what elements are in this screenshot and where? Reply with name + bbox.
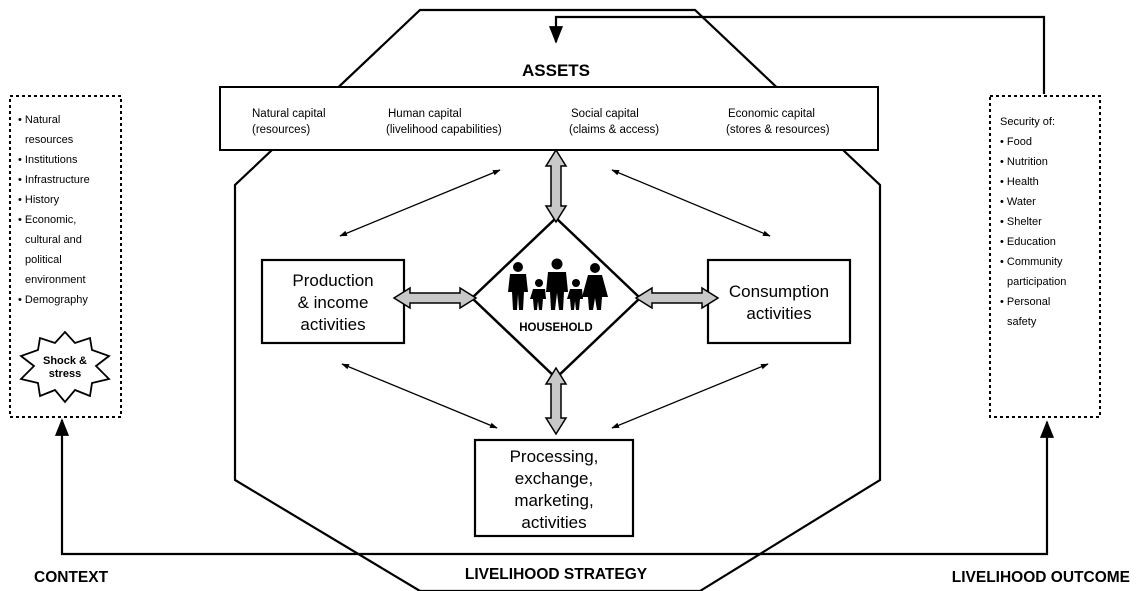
capital-economic-line1: Economic capital [728,108,815,120]
double-arrow-household-consumption [634,286,720,310]
outcome-box [989,95,1101,418]
processing-line2: exchange, [515,469,593,488]
capital-natural-line2: (resources) [252,124,310,136]
context-item: environment [25,274,86,286]
context-item: • Economic, [18,214,76,226]
arrow-consumption-processing [611,363,769,429]
context-box [9,95,122,418]
outcome-item: • Health [1000,176,1039,188]
context-item: resources [25,134,74,146]
outcome-item: • Community [1000,256,1063,268]
processing-line3: marketing, [514,491,593,510]
context-item: • Institutions [18,154,78,166]
context-item: cultural and [25,234,82,246]
outcome-item: Security of: [1000,116,1055,128]
context-label: CONTEXT [34,569,109,586]
arrow-production-processing [341,363,498,429]
context-item: political [25,254,62,266]
processing-line4: activities [521,513,586,532]
capital-human-line1: Human capital [388,108,462,120]
outcome-item: • Education [1000,236,1056,248]
strategy-to-context-arrow [54,418,556,556]
context-item: • Natural [18,114,60,126]
shock-label-line1: Shock & [43,355,87,367]
livelihood-strategy-label: LIVELIHOOD STRATEGY [465,566,648,583]
context-item: • Demography [18,294,88,306]
outcome-item: • Shelter [1000,216,1042,228]
consumption-line1: Consumption [729,282,829,301]
double-arrow-assets-household [544,148,568,224]
outcome-item: • Personal [1000,296,1050,308]
capital-natural-line1: Natural capital [252,108,326,120]
production-line1: Production [292,271,373,290]
capital-economic-line2: (stores & resources) [726,124,830,136]
outcome-item: participation [1007,276,1066,288]
assets-title: ASSETS [522,61,590,80]
outcome-item: • Water [1000,196,1036,208]
assets-box [219,86,879,151]
double-arrow-household-processing [544,366,568,436]
context-item: • Infrastructure [18,174,90,186]
household-label: HOUSEHOLD [519,322,592,334]
outcome-item: • Food [1000,136,1032,148]
livelihood-strategy-octagon [233,8,882,591]
production-line2: & income [298,293,369,312]
family-icon [508,258,608,310]
outcome-item: • Nutrition [1000,156,1048,168]
capital-human-line2: (livelihood capabilities) [386,124,502,136]
strategy-to-outcome-arrow [556,420,1055,556]
capital-social-line2: (claims & access) [569,124,659,136]
arrow-assets-consumption [611,169,771,237]
outcome-item: safety [1007,316,1037,328]
context-item: • History [18,194,60,206]
double-arrow-production-household [392,286,478,310]
shock-starburst-icon [19,330,111,404]
production-box [260,258,406,345]
processing-line1: Processing, [510,447,599,466]
consumption-box [706,258,852,345]
capital-social-line1: Social capital [571,108,639,120]
processing-box [473,438,635,538]
arrow-assets-production [339,169,501,237]
livelihood-outcome-label: LIVELIHOOD OUTCOME [952,569,1130,586]
consumption-line2: activities [746,304,811,323]
production-line3: activities [300,315,365,334]
shock-label-line2: stress [49,368,81,380]
outcome-to-assets-arrow [548,15,1046,94]
